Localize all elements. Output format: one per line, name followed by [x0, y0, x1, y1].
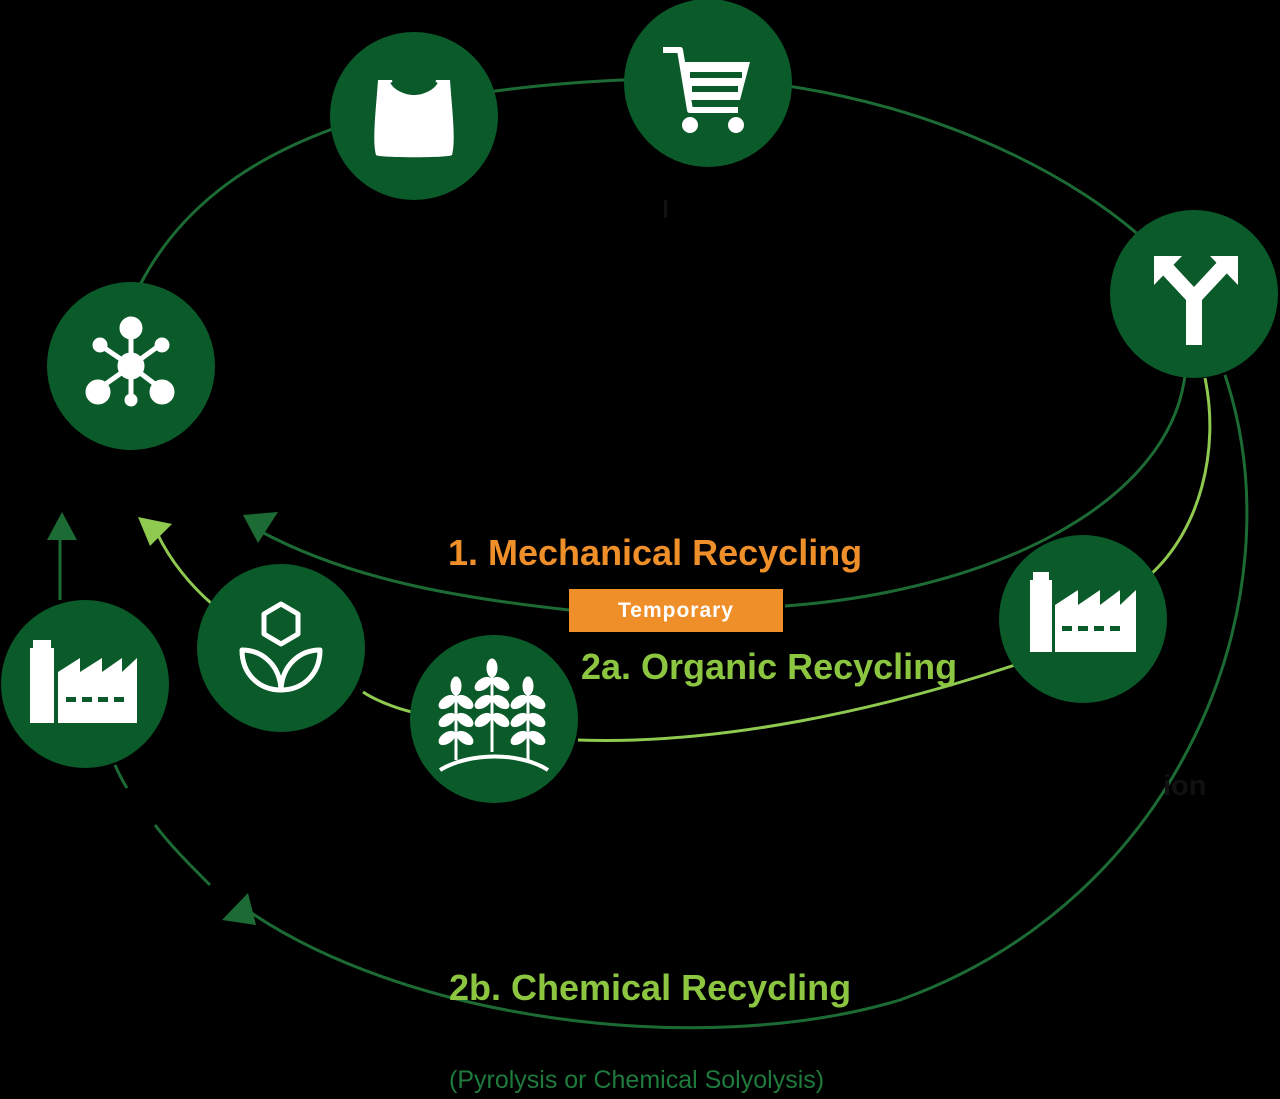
- factory-icon: [1030, 572, 1136, 652]
- hexagon-plant-icon: [239, 601, 323, 693]
- split-arrow-icon: [1154, 256, 1238, 345]
- shopping-bag-icon: [374, 80, 454, 158]
- truncated-label-fragment: ion: [1163, 770, 1207, 802]
- node-product: [330, 32, 498, 200]
- chemical-arrowhead: [222, 893, 256, 925]
- organic-arrowhead: [138, 517, 172, 546]
- mechanical-recycling-label: 1. Mechanical Recycling: [448, 532, 863, 573]
- mechanical-arrowhead: [243, 512, 278, 543]
- node-chemical-plant: [1, 600, 169, 768]
- tick-mark: [664, 200, 667, 218]
- node-bio-material: [197, 564, 365, 732]
- node-recycling-plant: [999, 535, 1167, 703]
- chemical-recycling-label: 2b. Chemical Recycling: [449, 967, 852, 1008]
- organic-loop: [1148, 377, 1212, 577]
- factory-up-arrowhead: [47, 512, 77, 540]
- mechanical-loop: [784, 374, 1187, 608]
- chemical-recycling-subtitle: (Pyrolysis or Chemical Solyolysis): [449, 1066, 825, 1094]
- chemical-loop-end: [113, 764, 129, 789]
- crops-icon: [438, 658, 550, 772]
- temporary-badge: Temporary: [569, 589, 783, 632]
- node-consumer: [624, 0, 792, 167]
- organic-loop-lower: [577, 663, 1016, 742]
- organic-recycling-label: 2a. Organic Recycling: [581, 646, 958, 687]
- node-separation: [1110, 210, 1278, 378]
- chemical-loop: [239, 374, 1249, 1030]
- shopping-cart-icon: [663, 47, 750, 133]
- organic-loop-up: [156, 534, 213, 606]
- organic-loop-mid: [362, 690, 413, 714]
- factory-icon: [30, 640, 137, 723]
- node-compost: [410, 635, 578, 803]
- molecule-icon: [85, 316, 175, 407]
- node-raw-material: [47, 282, 215, 450]
- chemical-loop-dash: [153, 824, 212, 887]
- mechanical-loop-left: [257, 528, 570, 612]
